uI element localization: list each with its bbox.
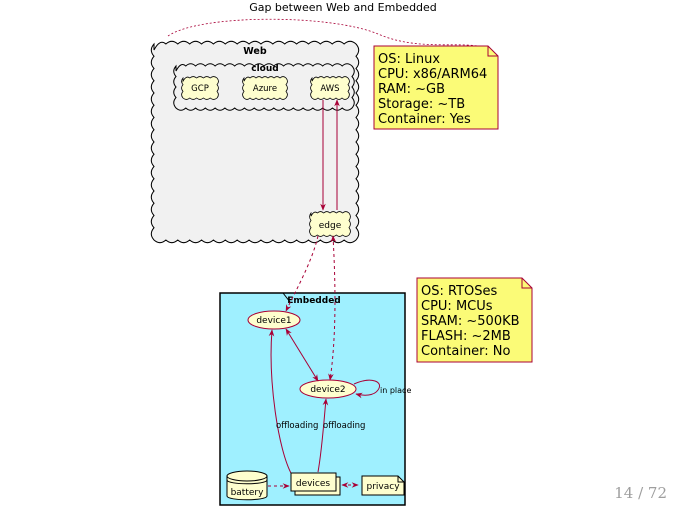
offloading-label: offloading [323, 421, 365, 431]
web-note-line: Container: Yes [378, 112, 471, 127]
devices-collection-icon: devices [290, 472, 341, 496]
devices-to-device2-arrow [317, 398, 329, 473]
embedded-note-line: FLASH: ~2MB [421, 329, 511, 344]
embedded-note-line: Container: No [421, 344, 511, 359]
provider-aws: AWS [310, 76, 350, 100]
azure-cloud-icon [242, 76, 288, 100]
embedded-note: OS: RTOSes CPU: MCUs SRAM: ~500KB FLASH:… [416, 277, 533, 363]
web-note-line: RAM: ~GB [378, 82, 445, 97]
device2-label: device2 [310, 385, 345, 395]
devices-label: devices [296, 479, 331, 489]
provider-azure: Azure [242, 76, 288, 100]
edge-cloud-icon [309, 211, 351, 237]
provider-gcp: GCP [181, 76, 219, 100]
gcp-label: GCP [191, 84, 209, 94]
embedded-note-line: SRAM: ~500KB [421, 314, 520, 329]
privacy-file-icon: privacy [361, 475, 405, 496]
embedded-note-line: CPU: MCUs [421, 299, 493, 314]
page-number: 14 / 72 [614, 484, 667, 502]
web-label: Web [243, 46, 267, 57]
in-place-loop-arrow [353, 379, 380, 399]
edge-device2-arrow [328, 235, 337, 381]
devices-to-device1-arrow [268, 329, 293, 476]
gcp-cloud-icon [181, 76, 219, 100]
web-note-line: OS: Linux [378, 52, 440, 67]
web-note-line: CPU: x86/ARM64 [378, 67, 487, 82]
device1-node: device1 [247, 310, 301, 330]
device1-device2-arrow [285, 328, 319, 382]
diagram-title: Gap between Web and Embedded [249, 1, 437, 14]
embedded-label: Embedded [287, 296, 341, 306]
web-note-line: Storage: ~TB [378, 97, 465, 112]
device1-label: device1 [256, 316, 291, 326]
cloud-label: cloud [251, 64, 278, 74]
azure-label: Azure [253, 84, 277, 94]
aws-cloud-icon [310, 76, 350, 100]
embedded-note-line: OS: RTOSes [421, 284, 498, 299]
battery-database-icon: battery [226, 470, 268, 501]
web-note: OS: Linux CPU: x86/ARM64 RAM: ~GB Storag… [373, 45, 499, 130]
offloading-label: offloading [276, 421, 318, 431]
embedded-frame [219, 292, 406, 506]
edge-label: edge [319, 221, 342, 231]
note-connector [167, 18, 489, 49]
embedded-package: Embedded [219, 292, 406, 506]
edge-to-device1-arrow [285, 235, 319, 312]
device2-node: device2 [299, 379, 357, 399]
privacy-label: privacy [366, 482, 400, 492]
in-place-label: in place [380, 386, 411, 395]
aws-label: AWS [320, 84, 339, 94]
edge-node: edge [309, 211, 351, 237]
battery-label: battery [231, 488, 265, 498]
